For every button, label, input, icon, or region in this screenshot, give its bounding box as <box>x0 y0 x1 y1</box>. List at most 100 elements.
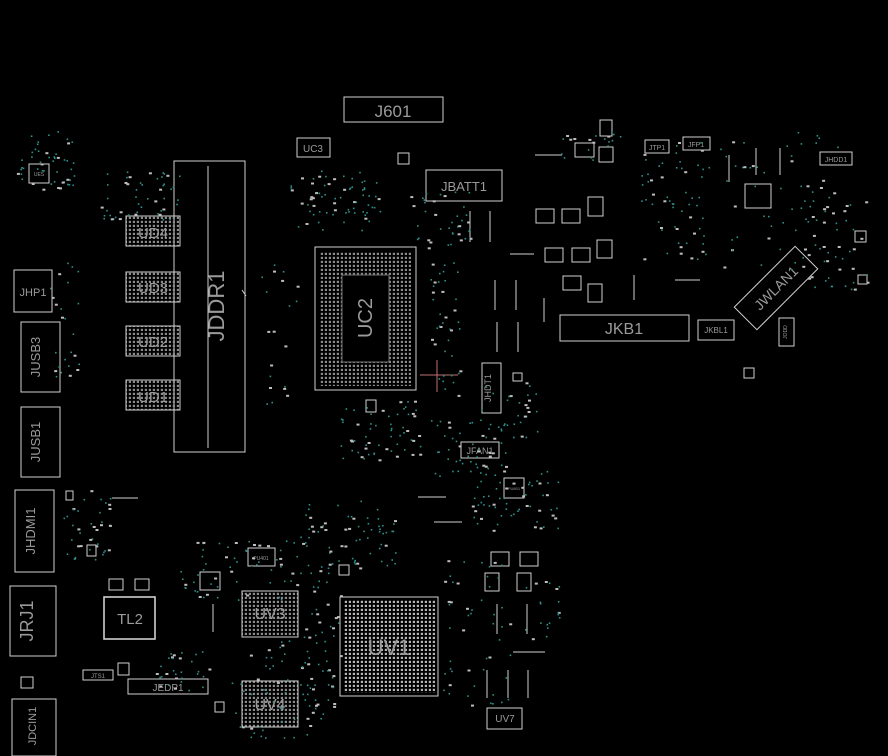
via <box>78 363 80 366</box>
connector-jkbl1[interactable]: JKBL1 <box>697 319 735 341</box>
via <box>468 191 471 194</box>
chip-ud4[interactable]: UD4 <box>125 215 181 247</box>
connector-jkb1[interactable]: JKB1 <box>559 314 690 342</box>
via <box>304 662 307 664</box>
chip-uv4[interactable]: UV4 <box>241 680 299 728</box>
via <box>786 145 788 147</box>
via <box>492 694 494 696</box>
chip-uc2[interactable]: UC2 <box>314 246 417 391</box>
connector-jddr1[interactable]: JDDR1 <box>173 160 246 453</box>
via <box>403 408 405 410</box>
via <box>500 515 503 517</box>
smd-pad <box>309 725 313 727</box>
via <box>382 532 384 535</box>
via <box>504 452 507 454</box>
via <box>48 156 50 159</box>
smd-pad <box>693 232 696 235</box>
smd-pad <box>419 453 423 456</box>
chip-uv3[interactable]: UV3 <box>241 590 299 638</box>
smd-pad <box>413 415 417 418</box>
connector-j601[interactable]: J601 <box>343 96 444 123</box>
via <box>458 328 461 330</box>
smd-pad <box>155 673 159 675</box>
connector-jwlan1[interactable]: JWLAN1 <box>733 245 819 331</box>
connector-jfan1[interactable]: JFAN1 <box>460 441 500 459</box>
chip-ud3[interactable]: UD3 <box>125 271 181 303</box>
connector-jhp1[interactable]: JHP1 <box>13 269 53 313</box>
via <box>369 552 372 555</box>
via <box>469 228 471 231</box>
via <box>647 181 650 183</box>
connector-jedp1[interactable]: JEDP1 <box>127 678 209 695</box>
smd-pad <box>272 330 276 333</box>
smd-pad <box>214 577 218 580</box>
via <box>239 726 242 728</box>
smd-pad <box>246 594 250 597</box>
smd-pad <box>108 524 112 527</box>
via <box>156 177 159 180</box>
chip-uc3[interactable]: UC3 <box>296 137 331 158</box>
via <box>557 481 560 484</box>
via <box>513 436 515 439</box>
smd-pad <box>296 285 300 288</box>
via <box>97 543 99 545</box>
connector-jhdmi1[interactable]: JHDMI1 <box>14 489 55 573</box>
via <box>447 458 449 460</box>
via <box>795 229 797 232</box>
chip-ud2[interactable]: UD2 <box>125 325 181 357</box>
via <box>481 561 483 564</box>
via <box>216 586 219 588</box>
connector-jdcin1[interactable]: JDCIN1 <box>11 698 57 756</box>
smd-pad <box>334 617 338 620</box>
smd-pad <box>258 544 262 547</box>
smd-pad <box>399 401 403 404</box>
connector-jodd[interactable]: JODD <box>783 325 789 339</box>
smd-pad <box>108 503 112 506</box>
connector-jtp1[interactable]: JTP1 <box>644 139 670 154</box>
via <box>425 192 428 195</box>
via <box>71 266 74 268</box>
smd-pad <box>806 185 810 188</box>
via <box>390 435 392 438</box>
connector-jhdd1[interactable]: JHDD1 <box>819 151 853 166</box>
connector-jfp1[interactable]: JFP1 <box>682 136 711 151</box>
via <box>308 504 311 506</box>
via <box>351 557 354 560</box>
via <box>499 481 501 484</box>
via <box>418 237 420 240</box>
smd-pad <box>327 183 331 186</box>
connector-jhdt1[interactable]: JHDT1 <box>481 362 502 414</box>
connector-jrj1[interactable]: JRJ1 <box>9 585 57 657</box>
smd-pad <box>433 281 437 284</box>
via <box>464 237 467 240</box>
chip-pu401[interactable]: PU401 <box>247 547 276 567</box>
chip-ues[interactable]: UES <box>28 163 50 184</box>
via <box>449 627 451 629</box>
smd-pad <box>525 505 529 507</box>
chip-uv7[interactable]: UV7 <box>486 707 523 730</box>
via <box>31 156 33 158</box>
via <box>266 403 268 405</box>
via <box>496 523 499 526</box>
chip-uv1[interactable]: UV1 <box>339 596 439 697</box>
connector-jusb3[interactable]: JUSB3 <box>20 321 61 393</box>
connector-jbatt1[interactable]: JBATT1 <box>425 169 503 202</box>
connector-jts1[interactable]: JTS1 <box>82 669 114 681</box>
via <box>480 501 483 504</box>
via <box>201 555 204 558</box>
smd-pad <box>350 440 354 443</box>
via <box>473 685 476 687</box>
via <box>443 689 445 692</box>
via <box>309 687 312 689</box>
smd-pad <box>95 529 99 531</box>
via <box>256 564 258 566</box>
chip-ud1[interactable]: UD1 <box>125 379 181 411</box>
smd-pad <box>333 703 337 705</box>
component-tl2[interactable]: TL2 <box>103 596 156 640</box>
smd-pad <box>205 593 209 596</box>
smd-pad <box>555 588 559 590</box>
via <box>322 670 324 672</box>
smd-pad <box>356 423 360 426</box>
via <box>679 161 681 163</box>
connector-jusb1[interactable]: JUSB1 <box>20 406 61 478</box>
